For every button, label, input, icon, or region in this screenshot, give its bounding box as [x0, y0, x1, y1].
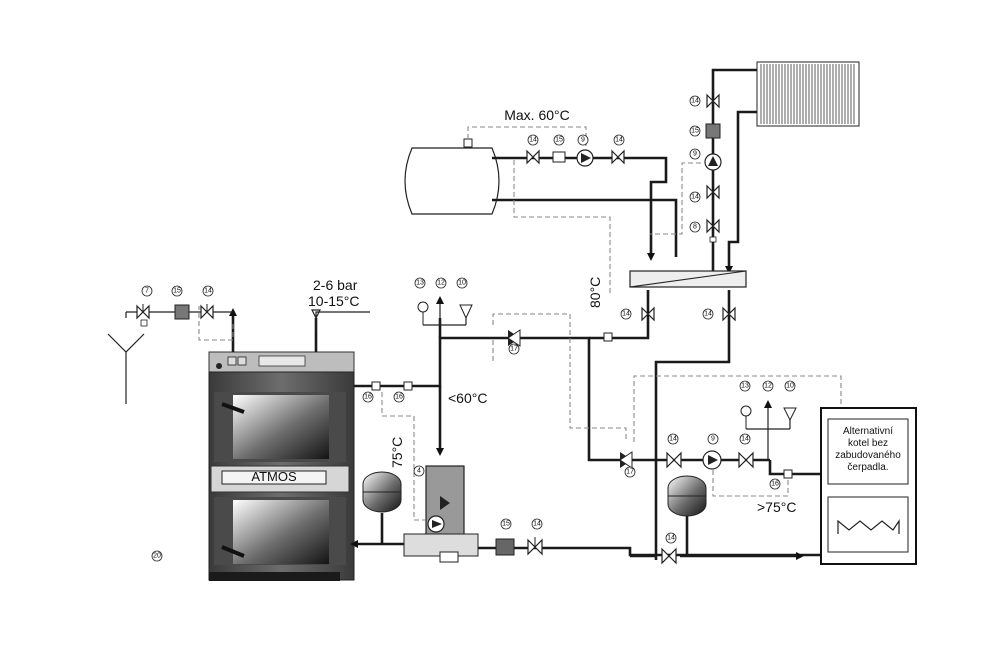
callout-circle [151, 550, 163, 562]
callout-16-a: 16 [364, 394, 372, 401]
mix-temp-label: 75°C [389, 437, 405, 468]
callout-9-tank: 9 [581, 137, 585, 144]
thermostat-icon [603, 332, 613, 342]
callout-8-rad: 8 [693, 224, 697, 231]
filter-icon [495, 538, 515, 556]
storage-tank-icon [404, 138, 500, 215]
callout-14-rad-mid: 14 [691, 194, 699, 201]
callout-14-dist-left: 14 [622, 311, 630, 318]
boiler-label: ATMOS [251, 469, 297, 484]
valve-icon [706, 184, 720, 200]
alt-boiler-line1: Alternativní [843, 426, 893, 437]
callout-4: 4 [417, 468, 421, 475]
valve-icon [706, 93, 720, 109]
callout-10-right: 10 [786, 383, 794, 390]
thermostat-icon [371, 381, 413, 391]
callout-14-dist-right: 14 [704, 311, 712, 318]
callout-12-left: 12 [437, 280, 445, 287]
callout-13-left: 13 [416, 280, 424, 287]
pressure-label: 2-6 bar [313, 277, 358, 293]
manometer-icon [740, 405, 752, 429]
max-temp-label: Max. 60°C [504, 107, 570, 123]
valve-icon [666, 451, 682, 469]
valve-icon [661, 547, 677, 565]
callout-14-tank-b: 14 [615, 137, 623, 144]
callout-16-b: 16 [395, 394, 403, 401]
thermostat-icon [783, 469, 793, 479]
valve-icon [527, 537, 543, 556]
valve-icon [136, 304, 150, 327]
boiler-icon [208, 351, 355, 581]
callout-15-drain: 15 [173, 288, 181, 295]
callout-15-rad: 15 [691, 128, 699, 135]
valve-icon [706, 218, 720, 243]
callout-9-rad: 9 [693, 151, 697, 158]
callout-10-left: 10 [458, 280, 466, 287]
filter-icon [174, 304, 190, 320]
check-valve-icon [552, 151, 566, 163]
pump-icon [576, 149, 594, 167]
pump-icon [704, 153, 722, 171]
callout-7: 7 [145, 288, 149, 295]
callout-14-alt-a: 14 [669, 436, 677, 443]
callout-13-right: 13 [741, 383, 749, 390]
alt-boiler-box [820, 407, 917, 565]
alt-limit-label: >75°C [757, 499, 796, 515]
valve-icon [722, 306, 736, 322]
callout-9-alt: 9 [711, 436, 715, 443]
callout-14-tank-a: 14 [529, 137, 537, 144]
valve-icon [611, 149, 625, 165]
valve-icon [200, 304, 214, 320]
valve-icon [738, 451, 754, 469]
callout-15-bottom: 15 [502, 521, 510, 528]
alt-boiler-line3: zabudovaného [835, 450, 901, 461]
radiator-fins [760, 64, 855, 124]
check-valve-icon [619, 451, 633, 469]
callout-17-top: 17 [510, 346, 518, 353]
callout-14-bottom: 14 [533, 521, 541, 528]
valve-icon [526, 149, 540, 165]
manometer-icon [417, 301, 429, 325]
alt-boiler-line4: čerpadla. [847, 462, 888, 473]
callout-14-drain: 14 [204, 288, 212, 295]
callout-17-mid: 17 [626, 469, 634, 476]
safety-valve-icon [459, 304, 473, 325]
pump-icon [702, 450, 722, 470]
flow-temp-label: 80°C [587, 277, 603, 308]
callout-20: 20 [153, 553, 161, 560]
alt-boiler-line2: kotel bez [848, 438, 888, 449]
mixing-valve-icon [403, 465, 479, 563]
safety-valve-icon [783, 407, 797, 429]
callout-12-right: 12 [764, 383, 772, 390]
valve-icon [641, 306, 655, 322]
filter-icon [705, 123, 721, 139]
return-limit-label: <60°C [448, 390, 487, 406]
expansion-vessel-icon [667, 475, 707, 517]
callout-14-rad-top: 14 [691, 98, 699, 105]
expansion-vessel-icon [362, 471, 402, 513]
callout-14-exp: 14 [667, 535, 675, 542]
inlet-temp-label: 10-15°C [308, 293, 360, 309]
callout-14-alt-b: 14 [741, 436, 749, 443]
distributor-icon [629, 270, 747, 288]
drain-funnel-icon [107, 333, 145, 404]
callout-16-right: 16 [771, 481, 779, 488]
callout-15-tank: 15 [555, 137, 563, 144]
check-valve-icon [507, 329, 521, 347]
radiator-icon [756, 61, 860, 127]
